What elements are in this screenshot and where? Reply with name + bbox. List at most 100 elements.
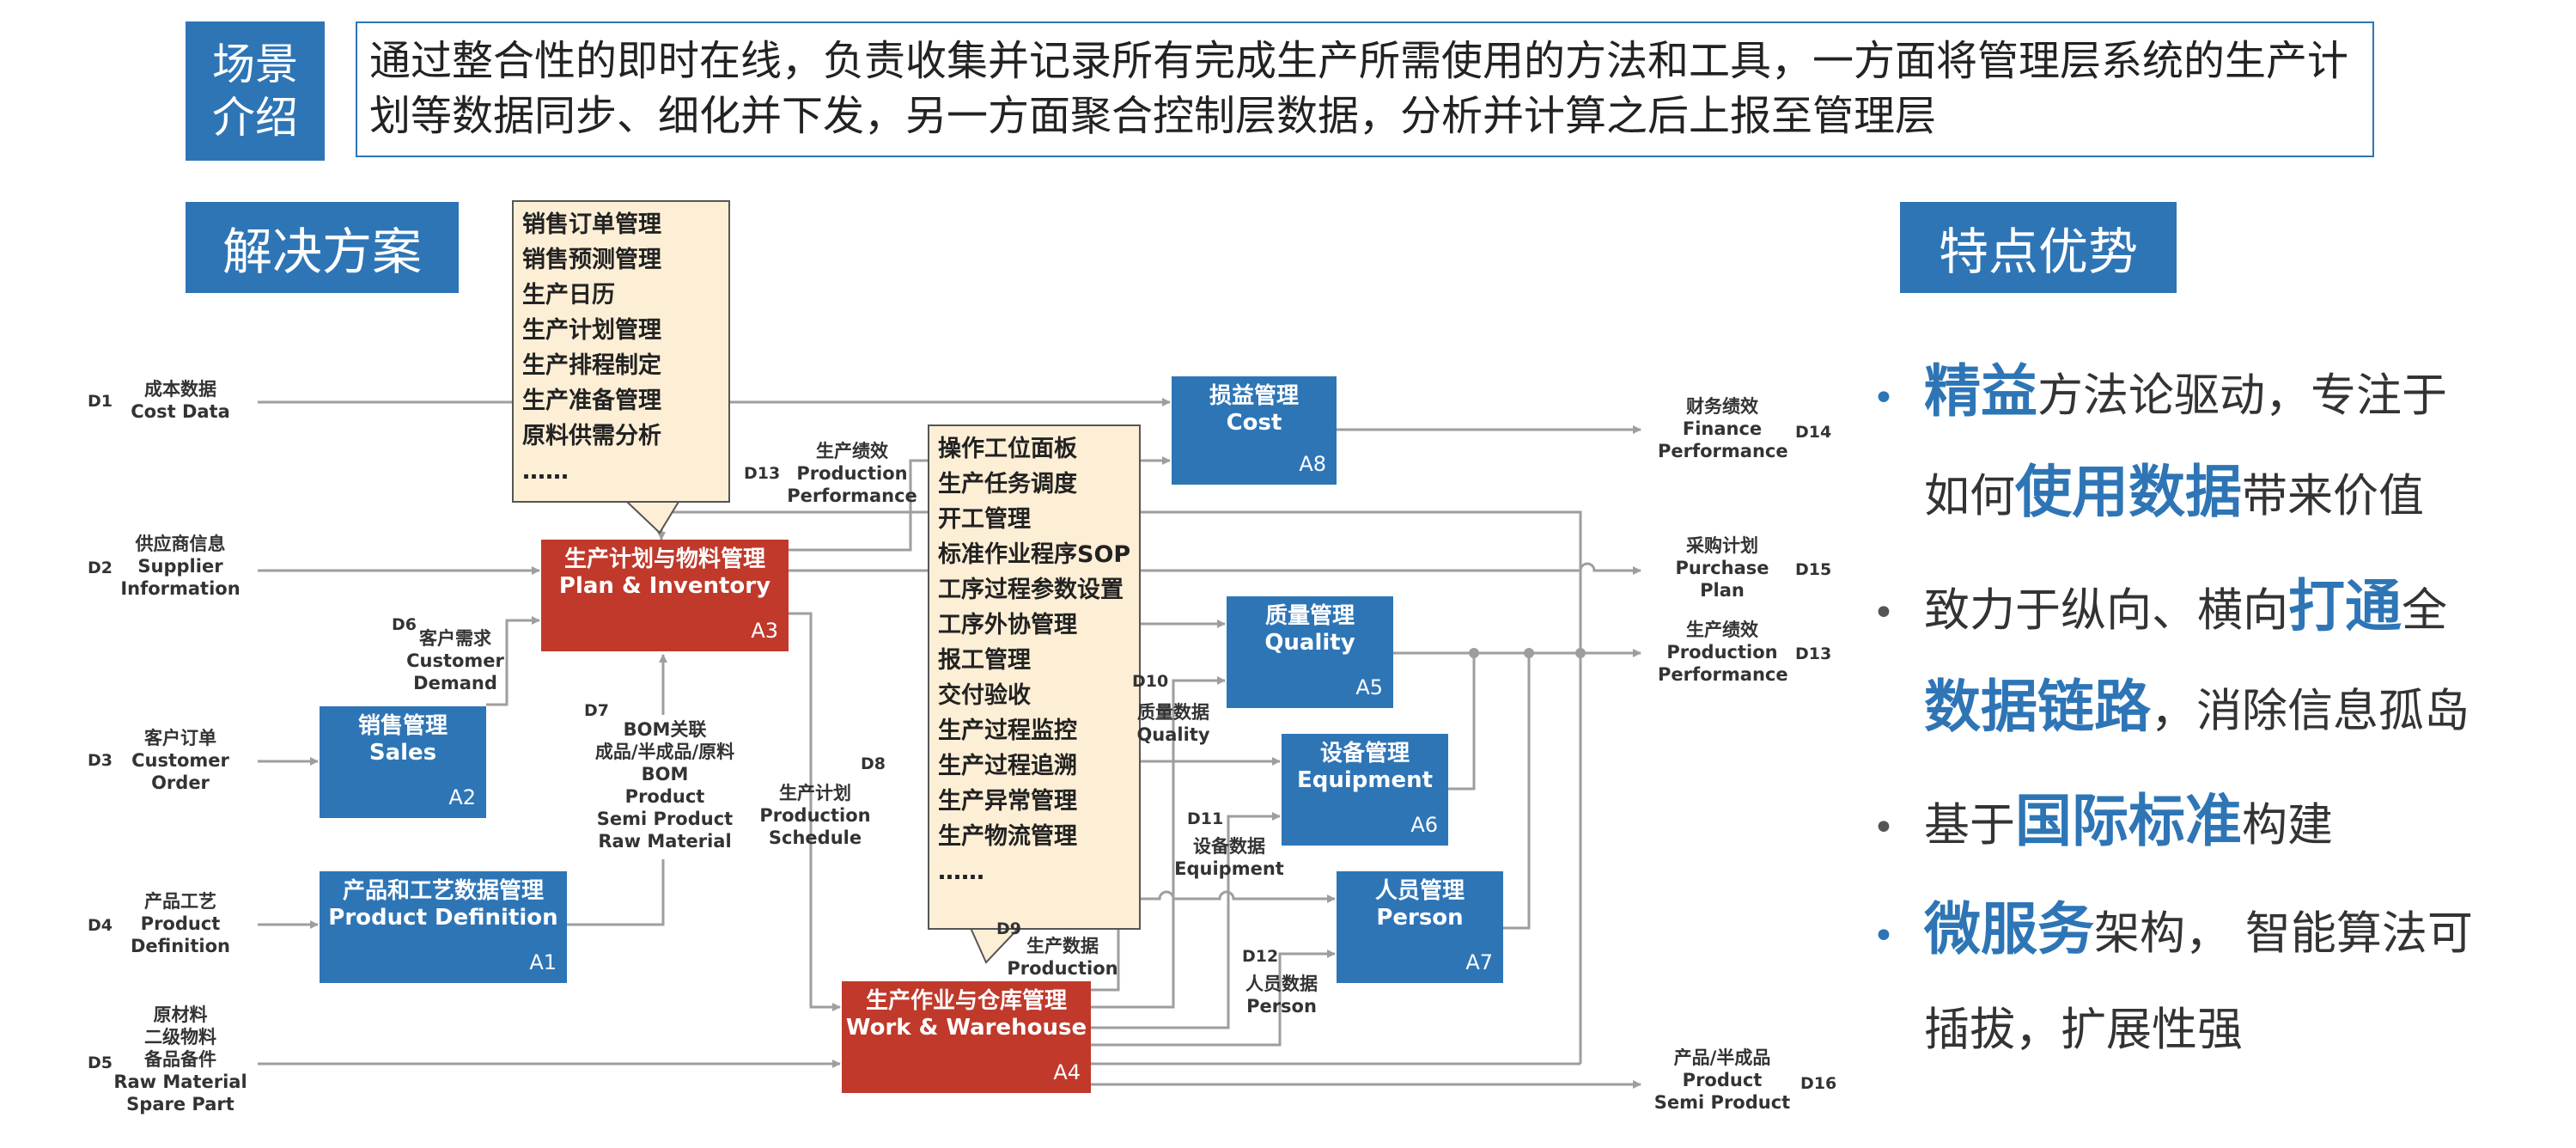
flow-d8-label: 生产计划 Production Schedule [759, 782, 871, 849]
callout-work-item: 交付验收 [938, 682, 1031, 709]
flow-d7-l5: Semi Product [596, 809, 734, 829]
feature-3: 基于国际标准构建 [1924, 793, 2576, 853]
callout-plan-item: 销售订单管理 [522, 211, 661, 238]
flow-d10-en: Quality [1136, 724, 1210, 745]
feature-2-text2b: ，消除信息孤岛 [2151, 685, 2469, 737]
output-d16-en1: Product [1682, 1070, 1763, 1090]
output-d14-cn: 财务绩效 [1686, 396, 1758, 417]
node-a3-en: Plan & Inventory [558, 573, 771, 599]
callout-plan-item: 生产排程制定 [522, 352, 661, 379]
input-d3-en1: Customer [131, 750, 229, 771]
node-a6-cn: 设备管理 [1319, 741, 1410, 766]
node-a8-cn: 损益管理 [1209, 383, 1299, 409]
output-d15-label: 采购计划 Purchase Plan [1658, 534, 1787, 601]
flow-d9-cn: 生产数据 [1026, 936, 1099, 956]
node-a8-code: A8 [1299, 452, 1326, 476]
feature-3-text1b: 构建 [2242, 799, 2333, 852]
flow-d13-code: D13 [744, 464, 781, 483]
input-d1-label: 成本数据 Cost Data [129, 378, 232, 423]
input-d5-label: 原材料 二级物料 备品备件 Raw Material Spare Part [112, 1004, 249, 1115]
flow-d6-en1: Customer [406, 650, 504, 671]
flow-d7-l4: Product [624, 786, 705, 807]
feature-2-text1a: 致力于纵向、横向 [1924, 584, 2288, 637]
output-d13-label: 生产绩效 Production Performance [1658, 619, 1788, 686]
flow-d6-en2: Demand [413, 673, 497, 693]
flow-d6-cn: 客户需求 [419, 628, 491, 649]
feature-4-text1: 架构， 智能算法可 [2094, 907, 2473, 960]
input-d5-en2: Spare Part [126, 1094, 234, 1114]
feature-bullet: • [1873, 591, 1895, 635]
callout-work-item: 报工管理 [938, 647, 1031, 674]
flow-d10-b [1091, 676, 1226, 1009]
feature-bullet: • [1873, 914, 1895, 958]
output-d14-code: D14 [1795, 423, 1832, 442]
node-a2-code: A2 [448, 785, 476, 809]
output-d16-code: D16 [1800, 1074, 1837, 1093]
output-d15-cn: 采购计划 [1686, 535, 1758, 556]
flow-d13-label: 生产绩效 Production Performance [783, 440, 921, 507]
feature-2-highlight1: 打通 [2288, 573, 2402, 639]
flow-d7-l1: BOM关联 [623, 719, 707, 740]
flow-d8-en1: Production [759, 805, 871, 826]
output-d13-cn: 生产绩效 [1686, 620, 1758, 640]
flow-d8-en2: Schedule [768, 827, 862, 848]
output-d16-en2: Semi Product [1653, 1092, 1791, 1113]
node-a5-en: Quality [1264, 630, 1355, 656]
flow-d9-en: Production [1007, 958, 1118, 979]
feature-4: 微服务架构， 智能算法可 插拔，扩展性强 [1924, 901, 2576, 1058]
input-d2-label: 供应商信息 Supplier Information [120, 533, 241, 600]
flow-d6-label: 客户需求 Customer Demand [404, 627, 507, 694]
callout-work-functions: 操作工位面板 生产任务调度 开工管理 标准作业程序SOP 工序过程参数设置 工序… [928, 424, 1141, 930]
output-d14-label: 财务绩效 Finance Performance [1658, 395, 1788, 462]
flow-d11-code: D11 [1187, 809, 1224, 828]
flow-a6-d13 [1448, 653, 1476, 791]
flow-d9-label: 生产数据 Production [1007, 935, 1118, 980]
feature-1-text1: 方法论驱动，专注于 [2037, 369, 2447, 422]
input-d2-en2: Information [120, 578, 241, 599]
input-d3-en2: Order [151, 772, 210, 793]
flow-d11-cn: 设备数据 [1193, 836, 1265, 857]
node-a8-en: Cost [1226, 410, 1282, 436]
input-d3-label: 客户订单 Customer Order [129, 727, 232, 794]
flow-d13-en2: Performance [787, 485, 917, 506]
feature-2: 致力于纵向、横向打通全 数据链路，消除信息孤岛 [1924, 578, 2576, 739]
node-a1-en: Product Definition [328, 905, 558, 931]
node-a1-code: A1 [529, 950, 557, 974]
output-d14-en2: Performance [1658, 441, 1788, 461]
input-d4-cn: 产品工艺 [144, 891, 216, 912]
output-d15-en2: Plan [1700, 580, 1745, 601]
intro-text: 通过整合性的即时在线，负责收集并记录所有完成生产所需使用的方法和工具，一方面将管… [356, 21, 2374, 157]
node-a8-cost: 损益管理 Cost A8 [1172, 376, 1337, 485]
flow-d9-code: D9 [996, 919, 1021, 938]
input-d5-en1: Raw Material [113, 1072, 247, 1092]
flow-d6 [486, 616, 540, 706]
node-a5-code: A5 [1355, 675, 1383, 699]
feature-1-highlight2: 使用数据 [2015, 459, 2242, 525]
feature-4-highlight1: 微服务 [1924, 896, 2094, 962]
node-a1-cn: 产品和工艺数据管理 [342, 878, 544, 904]
node-a4-cn: 生产作业与仓库管理 [865, 988, 1067, 1014]
feature-bullet: • [1873, 376, 1895, 420]
flow-d8-cn: 生产计划 [779, 783, 851, 803]
input-d2-code: D2 [88, 559, 113, 577]
node-a5-cn: 质量管理 [1264, 603, 1355, 629]
flow-d11-b [1091, 812, 1281, 1029]
output-d16-label: 产品/半成品 Product Semi Product [1649, 1047, 1795, 1114]
flow-d12-code: D12 [1242, 947, 1279, 966]
input-d5-code: D5 [88, 1053, 113, 1072]
solution-tag: 解决方案 [186, 202, 459, 293]
output-d15-en1: Purchase [1675, 558, 1769, 578]
input-d2-en1: Supplier [137, 556, 223, 577]
node-a7-en: Person [1376, 905, 1464, 931]
input-d1-en: Cost Data [131, 401, 230, 422]
callout-work-item: 工序外协管理 [938, 612, 1077, 638]
flow-d13-cn: 生产绩效 [816, 441, 888, 461]
output-d13-code: D13 [1795, 644, 1832, 663]
node-a1-product-definition: 产品和工艺数据管理 Product Definition A1 [320, 871, 567, 983]
flow-d12-a [1118, 890, 1336, 903]
flow-d12-label: 人员数据 Person [1239, 973, 1325, 1017]
input-d5-cn3: 备品备件 [144, 1049, 216, 1070]
output-d13-en1: Production [1666, 642, 1778, 663]
feature-bullet: • [1873, 806, 1895, 850]
output-d15-code: D15 [1795, 560, 1832, 579]
